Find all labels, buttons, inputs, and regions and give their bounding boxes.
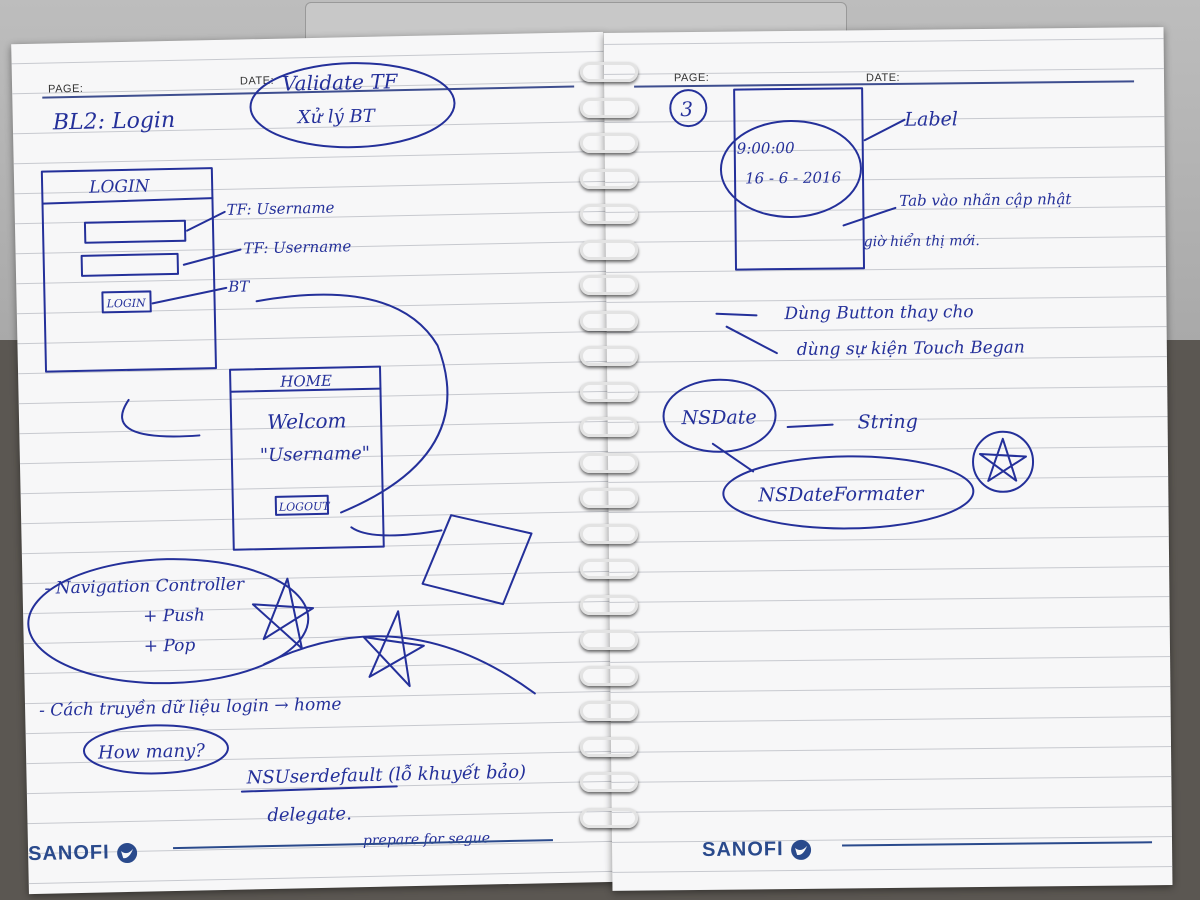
tab-note-line2: giờ hiển thị mới. — [864, 231, 980, 250]
nav-controller-note: - Navigation Controller — [44, 575, 245, 599]
push-note: + Push — [143, 605, 205, 626]
handle-bt-note: Xử lý BT — [296, 106, 377, 129]
spiral-coil — [580, 701, 638, 721]
tab-note-line1: Tab vào nhãn cập nhật — [899, 190, 1072, 210]
home-heading: HOME — [279, 372, 332, 391]
star-icon — [362, 610, 425, 688]
brand-text: SANOFI — [27, 841, 110, 866]
time-note: 9:00:00 — [737, 139, 795, 158]
arrow-icon — [182, 248, 242, 266]
spiral-coil — [580, 772, 638, 792]
arrow-icon — [725, 325, 778, 355]
arrow-icon — [863, 118, 906, 142]
formatter-bubble — [722, 455, 975, 530]
spiral-coil — [580, 488, 638, 508]
arrow-icon — [715, 312, 758, 317]
right-page-ink: 3 9:00:00 16 - 6 - 2016 Label Tab vào nh… — [662, 87, 1072, 530]
spiral-coil — [580, 62, 638, 82]
bt-note: BT — [227, 277, 250, 295]
label-note: Label — [903, 108, 958, 131]
spiral-coil — [580, 97, 638, 118]
how-many-note: How many? — [97, 740, 206, 763]
spiral-binding — [580, 62, 640, 862]
spiral-coil — [580, 381, 638, 402]
spiral-coil — [580, 310, 638, 331]
arrow-icon — [186, 210, 226, 232]
star-icon — [978, 437, 1027, 482]
spiral-coil — [580, 275, 638, 295]
arrow-icon — [255, 293, 449, 514]
sanofi-logo: SANOFI — [702, 838, 812, 862]
button-note-line2: dùng sự kiện Touch Began — [797, 338, 1025, 360]
arrow-icon — [151, 286, 228, 305]
username-field-sketch — [83, 219, 187, 244]
delegate-note: delegate. — [267, 803, 352, 826]
validate-bubble — [249, 62, 456, 149]
logout-button-text: LOGOUT — [278, 500, 332, 514]
spiral-coil — [580, 133, 638, 153]
spiral-coil — [580, 239, 638, 260]
page-number-note: 3 — [680, 97, 693, 121]
arrow-icon — [263, 635, 536, 695]
username-note: "Username" — [260, 443, 371, 466]
string-note: String — [857, 411, 917, 434]
spiral-coil — [580, 452, 638, 473]
star-icon — [251, 577, 315, 650]
button-note-line1: Dùng Button thay cho — [783, 302, 973, 324]
welcome-note: Welcom — [267, 408, 347, 434]
tf2-note: TF: Username — [243, 237, 351, 257]
arrow-icon — [350, 526, 443, 537]
how-many-bubble — [82, 724, 229, 775]
nsdate-note: NSDate — [680, 406, 756, 429]
spiral-coil — [580, 594, 638, 615]
sanofi-logo: SANOFI — [28, 841, 138, 866]
nav-controller-bubble — [27, 558, 310, 685]
arrow-icon — [842, 206, 897, 227]
screen-sketch — [733, 87, 866, 271]
prepare-segue-note: prepare for segue — [363, 830, 490, 849]
spiral-coil — [580, 736, 638, 757]
spiral-coil — [580, 346, 638, 366]
login-screen-sketch — [40, 167, 217, 373]
arrow-icon — [121, 398, 201, 438]
nsuserdefault-note: NSUserdefault (lỗ khuyết bảo) — [245, 762, 526, 789]
sanofi-bird-icon — [790, 839, 811, 860]
arrow-icon — [711, 442, 755, 473]
spiral-coil — [580, 168, 638, 189]
page-number-circle — [669, 89, 708, 128]
login-heading: LOGIN — [88, 176, 151, 197]
password-field-sketch — [80, 252, 180, 277]
spiral-coil — [580, 523, 638, 544]
login-button-text: LOGIN — [105, 297, 146, 311]
title-note: BL2: Login — [52, 108, 176, 136]
login-button-sketch — [101, 290, 152, 314]
formatter-note: NSDateFormater — [757, 483, 925, 507]
spiral-coil — [580, 807, 638, 828]
left-page-ink: BL2: Login Validate TF Xử lý BT LOGIN LO… — [27, 62, 536, 849]
home-screen-sketch — [229, 365, 385, 551]
phone-sketch — [421, 514, 533, 606]
spiral-coil — [580, 559, 638, 579]
date-note: 16 - 6 - 2016 — [745, 168, 842, 187]
spiral-coil — [580, 630, 638, 650]
logout-button-sketch — [274, 494, 330, 516]
transfer-note: - Cách truyền dữ liệu login → home — [39, 695, 342, 721]
label-bubble — [719, 119, 862, 219]
notebook-right-page: PAGE: DATE: 3 9:00:00 16 - 6 - 2016 Labe… — [603, 27, 1173, 891]
notebook-left-page: PAGE: DATE: BL2: Login Validate TF Xử lý… — [11, 31, 621, 895]
spiral-coil — [580, 665, 638, 686]
arrow-icon — [786, 423, 834, 429]
star-circle — [972, 430, 1035, 493]
brand-text: SANOFI — [701, 838, 784, 861]
spiral-coil — [580, 417, 638, 437]
pop-note: + Pop — [144, 636, 196, 657]
spiral-coil — [580, 204, 638, 224]
tf1-note: TF: Username — [226, 199, 334, 219]
validate-note: Validate TF — [282, 69, 399, 95]
nsdate-bubble — [662, 378, 777, 453]
sanofi-bird-icon — [116, 842, 137, 863]
